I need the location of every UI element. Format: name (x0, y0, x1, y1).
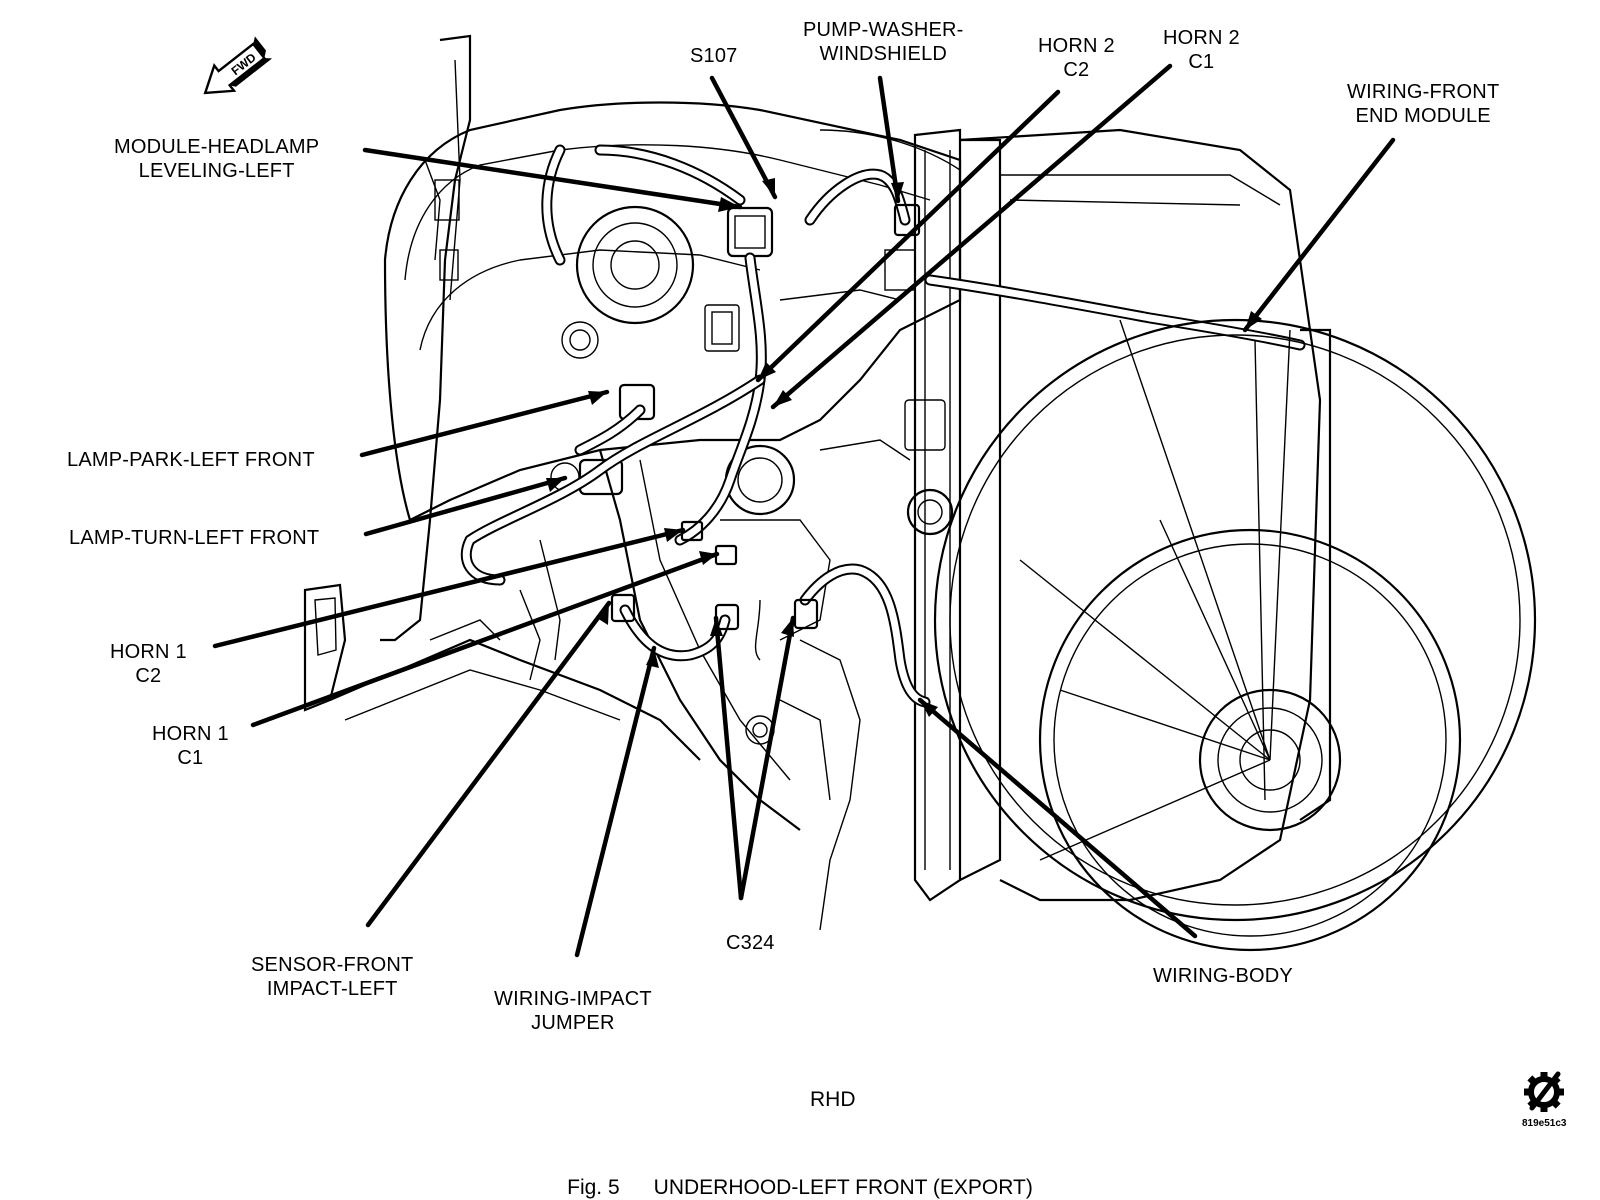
leader-c324-left (713, 615, 744, 901)
arrowhead-pump-washer (891, 182, 904, 201)
arrowhead-wiring-impact (646, 648, 659, 668)
leader-c324-right (738, 615, 796, 901)
leader-lines (212, 63, 1396, 958)
arrowhead-horn2-c2 (758, 362, 776, 380)
leader-pump-washer (877, 75, 901, 204)
figure-number: Fig. 5 (567, 1176, 620, 1199)
label-horn1-c1: HORN 1 C1 (152, 723, 229, 769)
drawing-code: 819e51c3 (1522, 1118, 1567, 1129)
arrowhead-horn1-c1 (699, 551, 717, 565)
leader-lamp-turn (363, 475, 568, 537)
figure-caption: Fig. 5 UNDERHOOD-LEFT FRONT (EXPORT) (0, 1176, 1600, 1200)
arrowhead-module-headlamp (718, 197, 740, 212)
leader-horn1-c1 (250, 551, 720, 728)
arrowhead-horn1-c2 (664, 528, 683, 542)
arrowhead-horn2-c1 (773, 390, 792, 407)
label-wiring-front-end-module: WIRING-FRONT END MODULE (1347, 81, 1500, 127)
leader-wiring-front-end (1242, 137, 1396, 333)
arrowhead-lamp-turn (546, 478, 565, 492)
leader-module-headlamp (362, 147, 743, 210)
label-wiring-body: WIRING-BODY (1153, 965, 1293, 987)
leader-lamp-park (359, 389, 610, 458)
label-s107: S107 (690, 45, 738, 67)
arrowhead-wiring-front-end (1245, 311, 1262, 330)
arrowhead-lamp-park (588, 391, 607, 405)
label-horn2-c1: HORN 2 C1 (1163, 27, 1240, 73)
leader-wiring-impact (574, 645, 657, 958)
label-module-headlamp-leveling: MODULE-HEADLAMP LEVELING-LEFT (114, 136, 320, 182)
arrowhead-s107 (762, 178, 775, 197)
leader-sensor-front (365, 600, 612, 928)
leader-horn2-c2 (755, 89, 1061, 383)
leader-horn2-c1 (770, 63, 1173, 410)
arrowhead-c324-right (781, 618, 794, 637)
label-wiring-impact-jumper: WIRING-IMPACT JUMPER (494, 988, 652, 1034)
figure-title: UNDERHOOD-LEFT FRONT (EXPORT) (653, 1176, 1033, 1199)
label-sensor-front-impact: SENSOR-FRONT IMPACT-LEFT (251, 954, 414, 1000)
arrowhead-c324-left (710, 618, 723, 636)
gear-wrench-icon (1524, 1071, 1564, 1112)
leader-wiring-body (917, 697, 1198, 939)
label-horn2-c2: HORN 2 C2 (1038, 35, 1115, 81)
label-pump-washer-windshield: PUMP-WASHER- WINDSHIELD (803, 19, 964, 65)
vehicle-line-art (303, 34, 1537, 952)
leader-horn1-c2 (212, 527, 686, 649)
label-c324: C324 (726, 932, 775, 954)
view-label-rhd: RHD (810, 1088, 856, 1111)
arrowhead-wiring-body (920, 700, 938, 717)
label-horn1-c2: HORN 1 C2 (110, 641, 187, 687)
label-lamp-park: LAMP-PARK-LEFT FRONT (67, 449, 315, 471)
arrowhead-sensor-front (597, 603, 609, 625)
forward-arrow-icon: FWD (203, 36, 273, 95)
leader-s107 (709, 75, 778, 200)
label-lamp-turn: LAMP-TURN-LEFT FRONT (69, 527, 320, 549)
